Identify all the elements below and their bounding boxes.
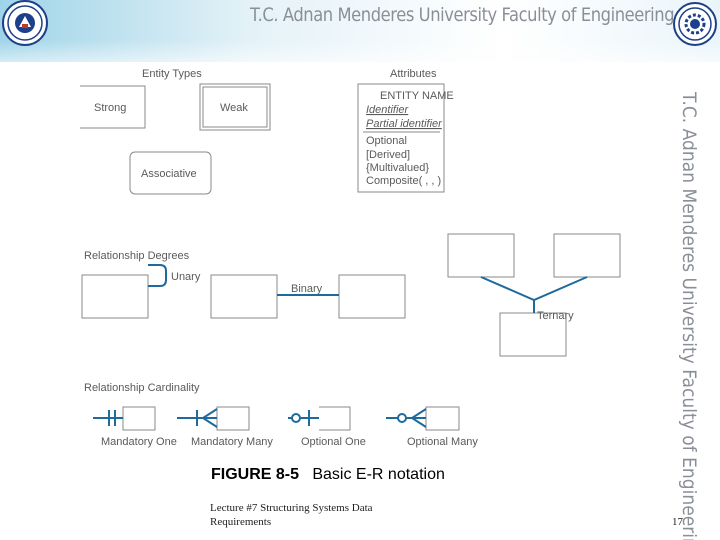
ternary-entity-box-right bbox=[553, 233, 621, 278]
derived-attr-label: [Derived] bbox=[366, 149, 410, 161]
optional-attr-label: Optional bbox=[366, 135, 407, 147]
footer-line-1: Lecture #7 Structuring Systems Data bbox=[210, 502, 373, 514]
header-fade bbox=[0, 40, 720, 80]
associative-entity-box bbox=[129, 151, 212, 195]
multivalued-attr-label: {Multivalued} bbox=[366, 162, 429, 174]
weak-entity-box-inner bbox=[202, 86, 268, 128]
gear-icon bbox=[678, 7, 712, 41]
mandatory-many-entity-box bbox=[216, 406, 250, 431]
ternary-label: Ternary bbox=[537, 310, 574, 322]
unary-entity-box bbox=[81, 274, 149, 319]
associative-label: Associative bbox=[141, 168, 197, 180]
figure-label: FIGURE 8-5 bbox=[211, 466, 300, 483]
figure-caption: FIGURE 8-5 Basic E-R notation bbox=[211, 466, 445, 484]
identifier-label: Identifier bbox=[366, 104, 410, 116]
header-title: T.C. Adnan Menderes University Faculty o… bbox=[250, 4, 675, 26]
weak-label: Weak bbox=[220, 102, 248, 114]
ternary-relationship-lines bbox=[480, 276, 588, 302]
optional-many-label: Optional Many bbox=[407, 436, 478, 448]
weak-entity-box-outer bbox=[199, 83, 271, 131]
binary-label: Binary bbox=[291, 283, 323, 295]
strong-label: Strong bbox=[94, 102, 126, 114]
relationship-cardinality-heading: Relationship Cardinality bbox=[84, 382, 200, 394]
footer-lecture-title: Lecture #7 Structuring Systems Data Requ… bbox=[210, 501, 373, 529]
relationship-degrees-heading: Relationship Degrees bbox=[84, 250, 190, 262]
mandatory-many-crowsfoot bbox=[201, 408, 218, 428]
entity-types-heading: Entity Types bbox=[142, 68, 202, 80]
optional-one-circle bbox=[291, 413, 301, 423]
composite-attr-label: Composite( , , ) bbox=[366, 175, 441, 187]
strong-entity-box bbox=[80, 85, 146, 129]
faculty-logo-right bbox=[673, 2, 717, 46]
optional-one-label: Optional One bbox=[301, 436, 366, 448]
binary-entity-box-right bbox=[338, 274, 406, 319]
ternary-entity-box-left bbox=[447, 233, 515, 278]
footer-line-2: Requirements bbox=[210, 516, 272, 528]
mandatory-many-label: Mandatory Many bbox=[191, 436, 273, 448]
unary-relationship-line bbox=[148, 264, 167, 287]
optional-many-entity-box bbox=[425, 406, 460, 431]
attributes-heading: Attributes bbox=[390, 68, 437, 80]
partial-identifier-label: Partial identifier bbox=[366, 118, 443, 130]
mandatory-one-entity-box bbox=[122, 406, 156, 431]
optional-many-crowsfoot bbox=[410, 408, 427, 428]
binary-entity-box-left bbox=[210, 274, 278, 319]
entity-name-label: ENTITY NAME bbox=[380, 90, 454, 102]
unary-label: Unary bbox=[171, 271, 201, 283]
page-number: 17 bbox=[672, 516, 683, 528]
optional-many-circle bbox=[397, 413, 407, 423]
optional-one-entity-box bbox=[319, 406, 351, 431]
seal-icon bbox=[7, 5, 43, 41]
university-logo-left bbox=[2, 0, 48, 46]
attributes-box bbox=[357, 83, 445, 193]
figure-caption-text: Basic E-R notation bbox=[312, 466, 445, 483]
mandatory-one-label: Mandatory One bbox=[101, 436, 177, 448]
